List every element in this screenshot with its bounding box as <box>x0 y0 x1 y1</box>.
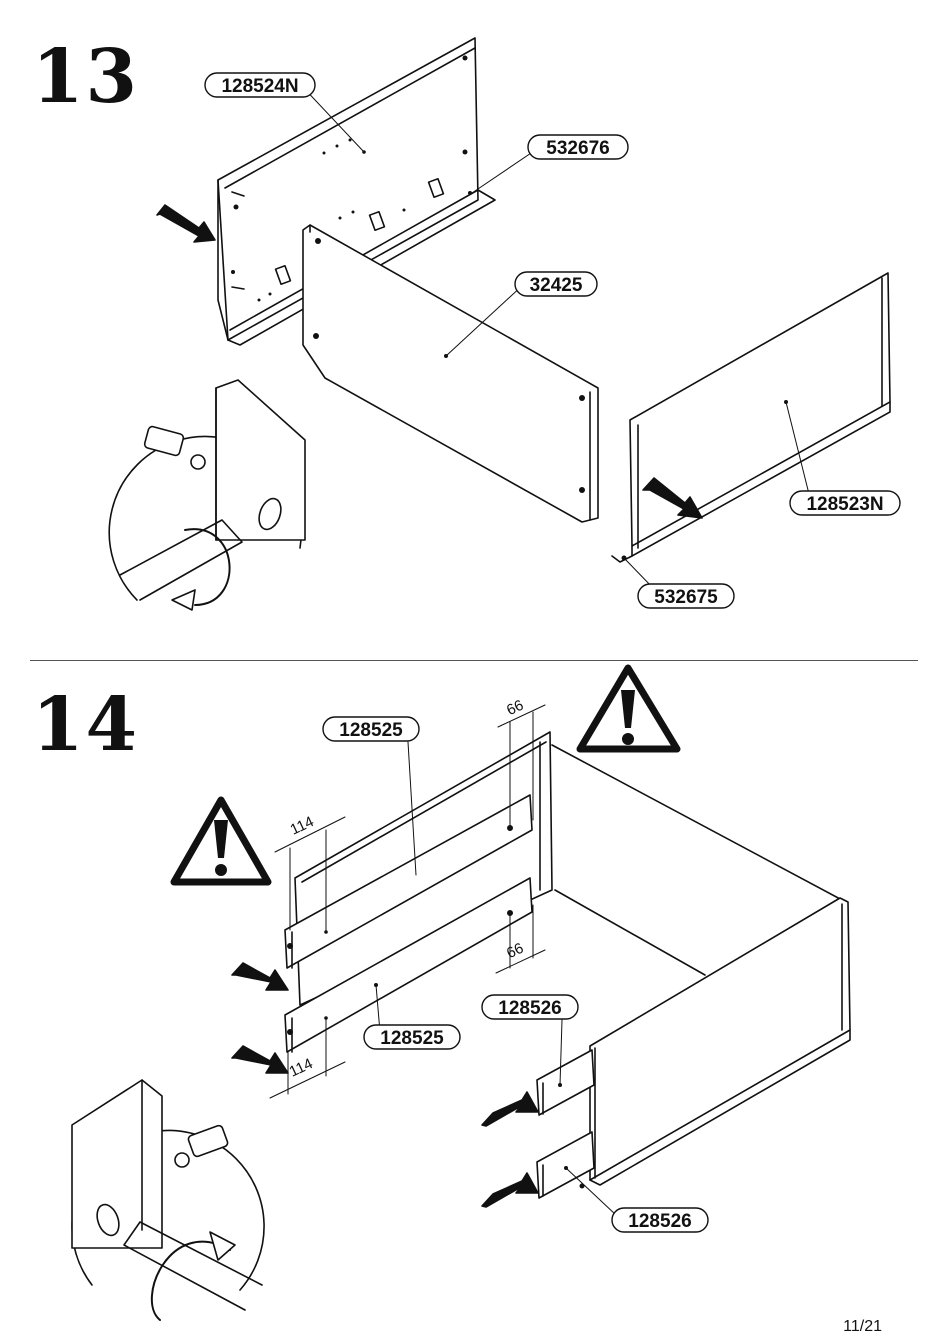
bottom-panel-drawing <box>302 224 599 523</box>
dimension-114-top: 114 <box>288 813 317 839</box>
insert-arrow-icon <box>156 204 216 243</box>
part-label-rail-lower: 128525 <box>380 1028 444 1049</box>
screw-detail-14 <box>71 1079 265 1321</box>
dimension-114-bottom: 114 <box>287 1055 316 1081</box>
page-number: 11/21 <box>843 1318 882 1335</box>
insert-arrow-icon <box>231 1045 289 1074</box>
dimension-66-mid: 66 <box>504 940 526 962</box>
part-label-connector-bottom: 532675 <box>654 587 718 608</box>
step-number-14: 14 <box>32 682 139 768</box>
part-label-rail-upper: 128525 <box>339 720 403 741</box>
rail-upper-drawing <box>284 794 533 969</box>
part-label-front-panel: 128523N <box>806 494 883 515</box>
insert-arrow-icon <box>642 477 703 519</box>
screw-detail-13 <box>108 379 306 611</box>
step-number-13: 13 <box>32 34 139 120</box>
warning-triangle-icon <box>576 664 681 753</box>
dimension-66-top: 66 <box>504 697 526 719</box>
leader-lines-14 <box>375 741 617 1216</box>
dimension-lines <box>269 704 546 1099</box>
runner-drawing <box>536 1049 595 1199</box>
part-label-connector-top: 532676 <box>546 138 609 159</box>
step-divider <box>30 660 918 661</box>
part-label-back-panel: 128524N <box>221 76 298 97</box>
part-label-runner-upper: 128526 <box>498 998 561 1019</box>
front-panel-drawing <box>611 272 891 563</box>
part-label-bottom-panel: 32425 <box>530 275 583 296</box>
insert-arrow-icon <box>481 1172 539 1208</box>
insert-arrow-icon <box>231 962 289 991</box>
drawer-back-drawing <box>294 731 851 1186</box>
warning-triangle-icon <box>170 796 272 886</box>
part-labels <box>204 72 901 1233</box>
insert-arrow-icon <box>481 1091 539 1127</box>
part-label-runner-lower: 128526 <box>628 1211 691 1232</box>
